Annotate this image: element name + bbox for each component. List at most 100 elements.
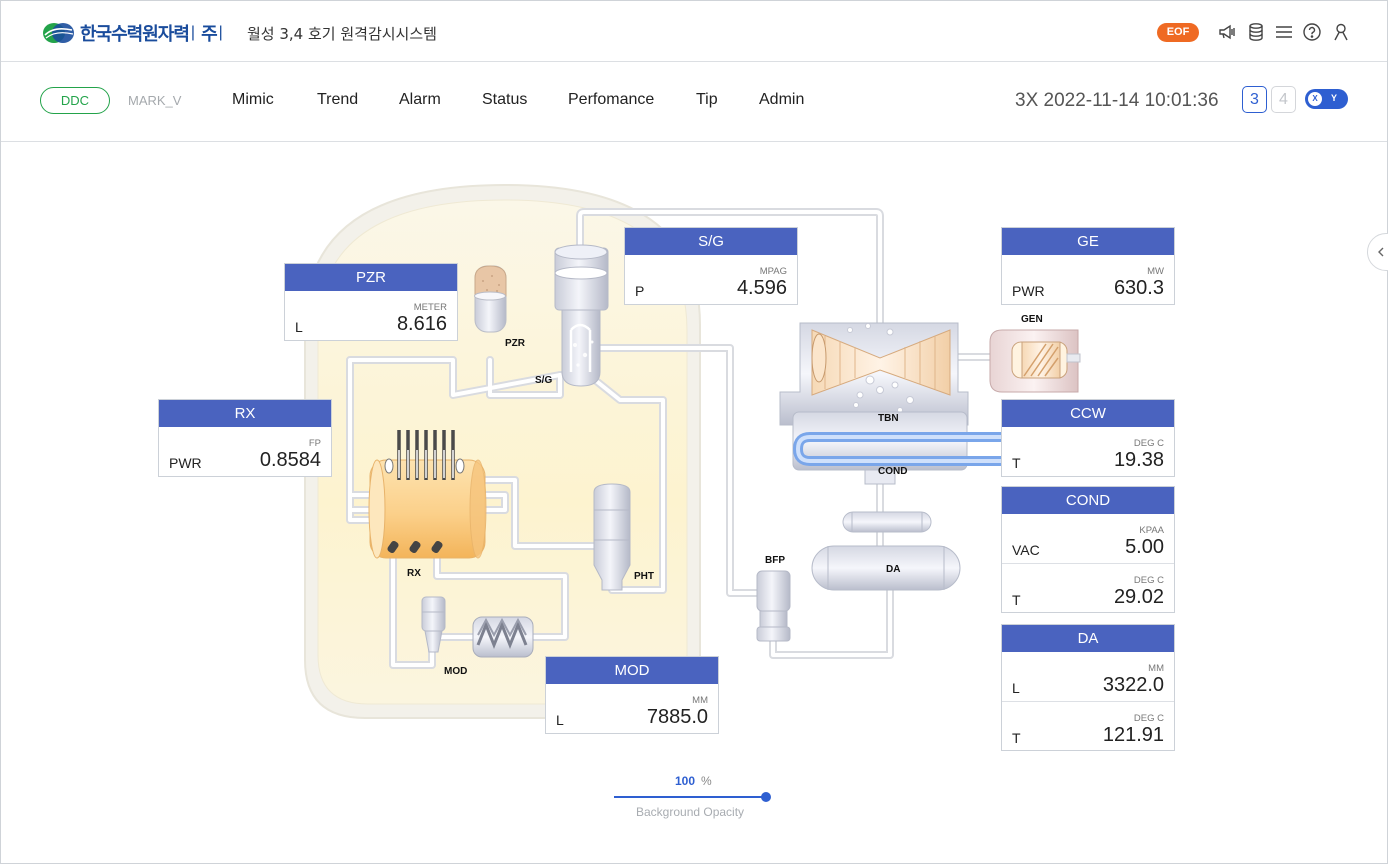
moderator-heat-exchanger[interactable] [472,616,534,658]
panel-row: DEG C T 29.02 [1002,563,1174,612]
menu-icon[interactable] [1274,22,1294,42]
panel-unit: FP [308,438,321,449]
database-icon[interactable] [1246,22,1266,42]
panel-title: S/G [625,228,797,255]
logo-divider: | [190,24,196,41]
label-gen: GEN [1021,314,1043,325]
unit-4-button[interactable]: 4 [1271,86,1296,113]
panel-title: MOD [546,657,718,684]
panel-value: 0.8584 [259,449,321,471]
panel-sg[interactable]: S/G MPAG P 4.596 [624,227,798,305]
top-bar: 한국수력원자력 | 주 | 월성 3,4 호기 원격감시시스템 EOF [1,1,1387,62]
moderator-pump[interactable] [421,596,446,653]
panel-key: L [295,319,303,335]
panel-unit: METER [413,302,447,313]
panel-da[interactable]: DA MM L 3322.0 DEG C T 121.91 [1001,624,1175,751]
menu-admin[interactable]: Admin [759,91,805,108]
panel-value: 121.91 [1102,724,1164,746]
menu-mimic[interactable]: Mimic [232,91,274,108]
panel-value: 29.02 [1113,586,1164,608]
panel-row: MM L 7885.0 [546,684,718,733]
eof-badge[interactable]: EOF [1157,23,1199,42]
xy-toggle-y: Y [1331,93,1338,103]
panel-value: 5.00 [1125,536,1164,558]
panel-unit: MPAG [759,266,787,277]
label-bfp: BFP [765,555,785,566]
panel-cond[interactable]: COND KPAA VAC 5.00 DEG C T 29.02 [1001,486,1175,613]
generator[interactable] [989,329,1081,393]
reactor[interactable] [368,430,487,559]
menu-trend[interactable]: Trend [317,91,359,108]
chevron-left-icon [1378,247,1384,257]
panel-title: COND [1002,487,1174,514]
panel-value: 630.3 [1113,277,1164,299]
logo-suffix: 주 [201,24,218,45]
panel-key: T [1012,455,1021,471]
boiler-feed-pump[interactable] [756,570,791,642]
mimic-area: PZR S/G RX PHT MOD TBN GEN COND BFP DA [0,142,1388,862]
opacity-slider-handle[interactable] [761,792,771,802]
mark-v-button[interactable]: MARK_V [128,93,182,108]
panel-unit: KPAA [1139,525,1164,536]
condenser[interactable] [792,411,1003,485]
pht-pump[interactable] [593,483,631,591]
label-pzr: PZR [505,338,525,349]
help-icon[interactable] [1302,22,1322,42]
panel-value: 19.38 [1113,449,1164,471]
label-sg: S/G [535,375,553,386]
panel-value: 4.596 [736,277,787,299]
panel-value: 3322.0 [1102,674,1164,696]
logo-text: 한국수력원자력 [80,24,190,45]
menu-status[interactable]: Status [482,91,528,108]
panel-key: PWR [1012,283,1045,299]
menu-alarm[interactable]: Alarm [399,91,441,108]
logo-divider: | [218,24,223,41]
panel-ge[interactable]: GE MW PWR 630.3 [1001,227,1175,305]
label-rx: RX [407,568,421,579]
opacity-value: 100 [675,774,696,788]
panel-unit: DEG C [1133,713,1164,724]
panel-ccw[interactable]: CCW DEG C T 19.38 [1001,399,1175,477]
company-logo[interactable]: 한국수력원자력 | 주 | [42,21,229,45]
panel-row: KPAA VAC 5.00 [1002,514,1174,563]
panel-title: CCW [1002,400,1174,427]
pipes [346,208,994,669]
panel-key: P [635,283,645,299]
plant-diagram [304,183,1081,719]
panel-value: 7885.0 [646,706,708,728]
opacity-slider-track[interactable] [614,796,766,798]
ddc-button[interactable]: DDC [40,87,110,114]
label-mod: MOD [444,666,468,677]
steam-generator[interactable] [554,244,609,387]
megaphone-icon[interactable] [1217,22,1237,42]
panel-row: MW PWR 630.3 [1002,255,1174,304]
panel-unit: MM [692,695,708,706]
user-icon[interactable] [1331,22,1351,42]
menu-perfomance[interactable]: Perfomance [568,91,655,108]
menu-tip[interactable]: Tip [696,91,718,108]
opacity-label: Background Opacity [636,805,745,819]
panel-value: 8.616 [396,313,447,335]
xy-toggle[interactable]: X Y [1305,89,1348,109]
pressurizer[interactable] [474,265,507,333]
panel-row: MM L 3322.0 [1002,652,1174,701]
panel-unit: MM [1148,663,1164,674]
logo-mark-icon [42,22,76,44]
label-tbn: TBN [878,413,899,424]
panel-mod[interactable]: MOD MM L 7885.0 [545,656,719,734]
panel-key: PWR [169,455,202,471]
opacity-unit: % [701,774,712,788]
deaerator[interactable] [811,511,961,591]
xy-toggle-x: X [1308,92,1322,106]
panel-row: DEG C T 121.91 [1002,701,1174,750]
panel-pzr[interactable]: PZR METER L 8.616 [284,263,458,341]
panel-row: FP PWR 0.8584 [159,427,331,476]
panel-key: T [1012,730,1021,746]
panel-unit: DEG C [1133,438,1164,449]
panel-title: DA [1002,625,1174,652]
panel-unit: MW [1147,266,1164,277]
panel-title: RX [159,400,331,427]
turbine[interactable] [779,322,969,426]
unit-3-button[interactable]: 3 [1242,86,1267,113]
panel-rx[interactable]: RX FP PWR 0.8584 [158,399,332,477]
